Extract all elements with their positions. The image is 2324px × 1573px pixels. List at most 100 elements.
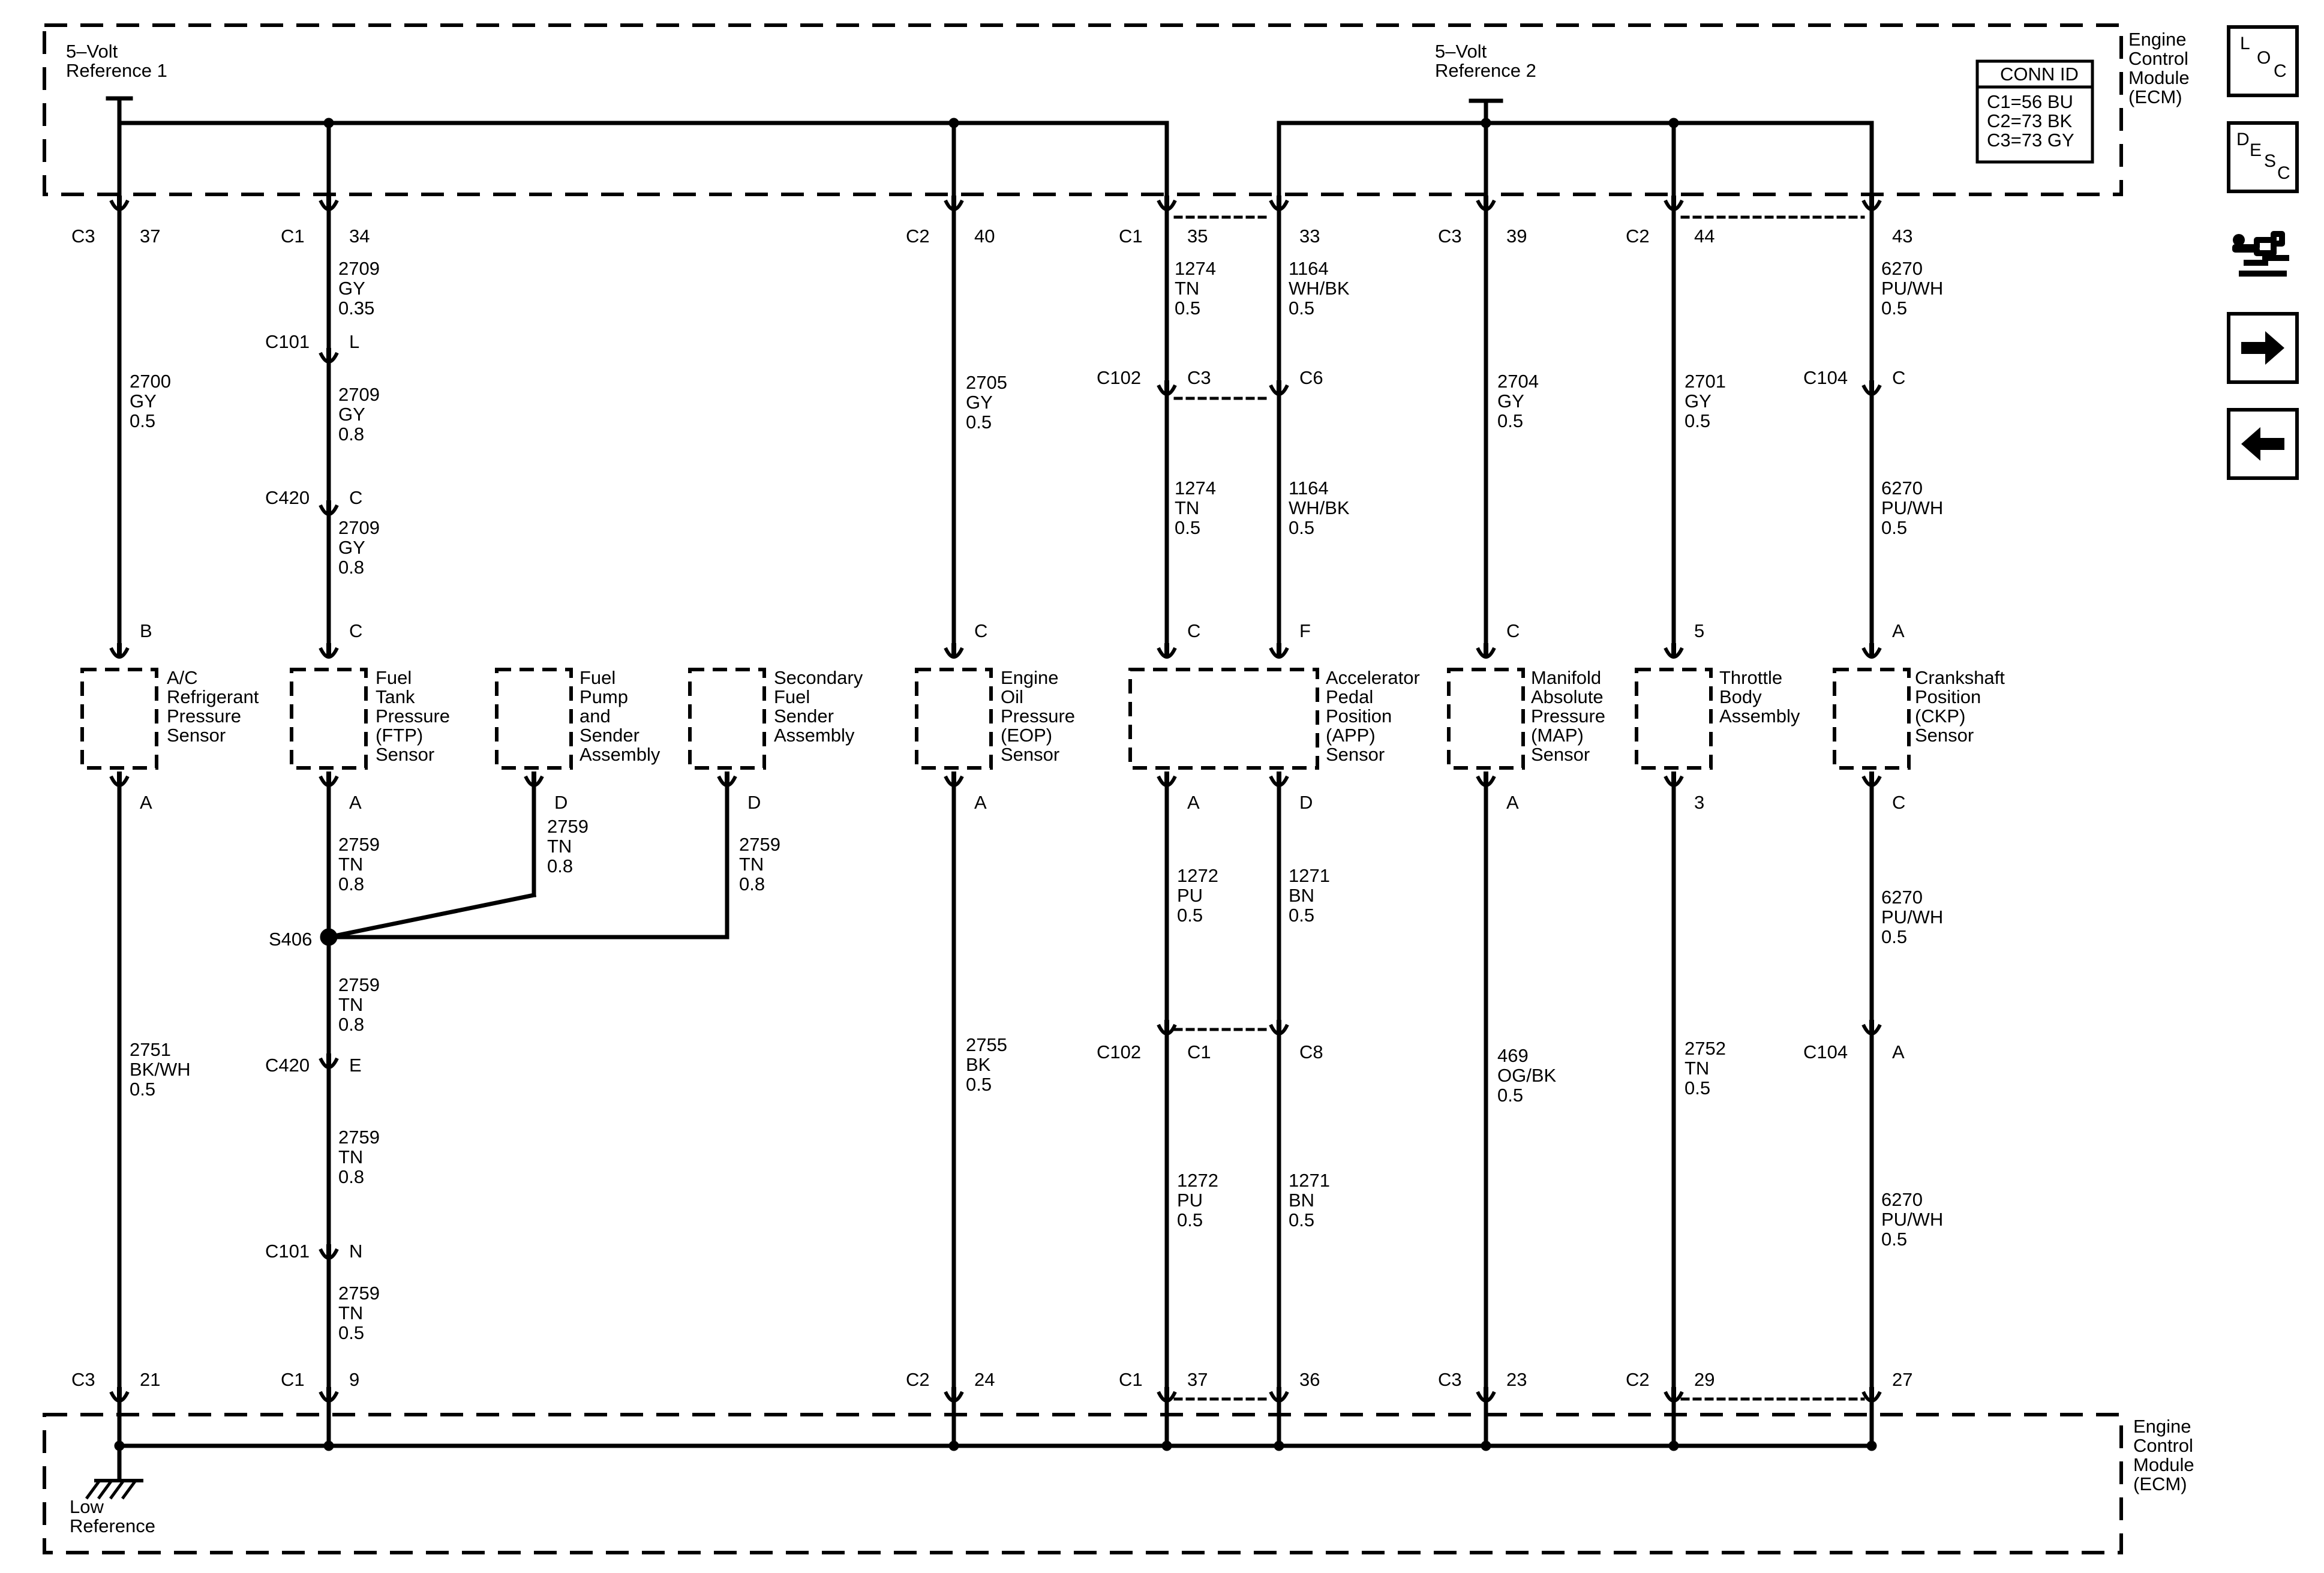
reference-label: 5–Volt [1435, 41, 1487, 62]
wire-label: 0.5 [1497, 410, 1523, 431]
component-name: Assembly [774, 725, 855, 746]
ecm-title: Module [2128, 67, 2190, 88]
pin-number: C [974, 620, 987, 641]
pin-number: A [349, 792, 362, 813]
wire-label: PU/WH [1881, 278, 1943, 299]
wire-label: 2759 [338, 834, 380, 855]
wire-label: PU [1177, 1190, 1203, 1211]
wire-label: PU [1177, 885, 1203, 906]
pin-number: D [747, 792, 761, 813]
pin-number: 35 [1187, 226, 1208, 247]
wire-label: 469 [1497, 1045, 1529, 1066]
connector-male-terminal [1277, 1387, 1281, 1401]
previous-page-button[interactable] [2227, 408, 2299, 480]
connector-male-terminal [1869, 1020, 1874, 1034]
connector-male-terminal [1484, 643, 1488, 658]
connector-male-terminal [1484, 772, 1488, 786]
pin-number: 43 [1892, 226, 1912, 247]
pin-number: D [554, 792, 568, 813]
wire-label: TN [1175, 278, 1199, 299]
ecm-title: Control [2133, 1435, 2193, 1456]
pin-number: A [1506, 792, 1519, 813]
wire-label: 0.5 [1685, 1077, 1710, 1098]
component-name: Assembly [1719, 706, 1800, 727]
pin-number: 27 [1892, 1369, 1912, 1390]
connector-male-terminal [1484, 196, 1488, 210]
connector-id: C102 [1097, 1041, 1141, 1062]
connector-male-terminal [1869, 1387, 1874, 1401]
wire-label: GY [338, 404, 365, 425]
connector-male-terminal [326, 348, 331, 362]
component-name: (EOP) [1001, 725, 1052, 746]
pin-number: C [1892, 367, 1905, 388]
connector-id: C1 [281, 226, 305, 247]
pin-number: 33 [1299, 226, 1320, 247]
wire-label: 2704 [1497, 371, 1539, 392]
wire-label: 0.5 [1881, 926, 1907, 947]
wire-label: 2705 [966, 372, 1007, 393]
wire-label: GY [1685, 391, 1712, 412]
wire-label: 1271 [1289, 1170, 1330, 1191]
connector-male-terminal [1484, 1387, 1488, 1401]
ecm-title: Engine [2128, 29, 2187, 50]
connector-male-terminal [326, 1244, 331, 1259]
desc-button[interactable]: DESC [2227, 121, 2299, 193]
connector-male-terminal [1164, 1020, 1169, 1034]
wire-label: 0.5 [1881, 517, 1907, 538]
pin-number: 34 [349, 226, 370, 247]
connector-id: C2 [906, 226, 930, 247]
component-name: Pump [580, 686, 628, 707]
connector-id: C104 [1803, 367, 1848, 388]
wire-label: BN [1289, 1190, 1314, 1211]
component-outline [495, 668, 573, 770]
wire-label: PU/WH [1881, 906, 1943, 927]
connector-male-terminal [1164, 1387, 1169, 1401]
component-name: Position [1326, 706, 1392, 727]
pin-number: D [1299, 792, 1313, 813]
wire [326, 892, 537, 940]
connector-male-terminal [1869, 196, 1874, 210]
component-outline [1128, 668, 1319, 770]
wire-label: GY [1497, 391, 1524, 412]
connector-male-terminal [725, 772, 729, 786]
wire-label: 0.8 [547, 855, 573, 876]
wire-label: 0.5 [1177, 1209, 1203, 1230]
component-name: Sender [580, 725, 639, 746]
bus-junction [1866, 1440, 1877, 1451]
wire-label: 0.5 [1289, 1209, 1314, 1230]
bus-junction [114, 1440, 125, 1451]
bus-junction [1668, 118, 1679, 128]
connector-male-terminal [1277, 1020, 1281, 1034]
wire-label: 0.5 [1881, 1229, 1907, 1250]
connector-male-terminal [1164, 380, 1169, 395]
connector-male-terminal [1277, 643, 1281, 658]
connector-male-terminal [326, 643, 331, 658]
bus-junction [948, 1440, 959, 1451]
wire-label: 2759 [547, 816, 588, 837]
next-page-button[interactable] [2227, 312, 2299, 384]
wire-label: 0.8 [739, 873, 765, 894]
ecm-outline-top [43, 23, 2123, 196]
connector-id: C3 [1438, 1369, 1462, 1390]
ecm-title: Module [2133, 1454, 2194, 1475]
wire-label: 0.5 [130, 410, 155, 431]
wire-label: 1272 [1177, 865, 1218, 886]
pin-number: A [1892, 620, 1905, 641]
pin-number: B [140, 620, 152, 641]
wrench-connector-icon[interactable] [2227, 216, 2299, 288]
pin-number: C [1187, 620, 1200, 641]
pin-number: A [140, 792, 152, 813]
component-name: Pedal [1326, 686, 1373, 707]
connector-male-terminal [1671, 1387, 1676, 1401]
wire-label: 2709 [338, 258, 380, 279]
wire-label: 0.5 [338, 1322, 364, 1343]
wire-label: 0.5 [1497, 1085, 1523, 1106]
loc-button[interactable]: LOC [2227, 25, 2299, 97]
wire-label: 0.8 [338, 424, 364, 445]
splice-label: S406 [269, 929, 312, 950]
svg-text:LOC: LOC [2240, 34, 2287, 81]
wire-label: 2759 [338, 1127, 380, 1148]
component-name: Throttle [1719, 667, 1782, 688]
pin-number: C1 [1187, 1041, 1211, 1062]
reference-label: Reference 1 [66, 60, 167, 81]
